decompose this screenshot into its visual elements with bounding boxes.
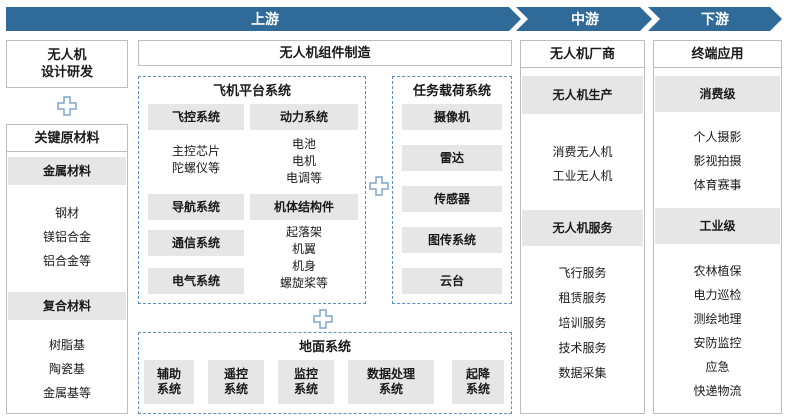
production-header: 无人机生产 <box>522 76 643 114</box>
metal-materials-header: 金属材料 <box>8 157 126 185</box>
list-item: 陶瓷基 <box>48 362 85 376</box>
payload-image-transmission: 图传系统 <box>402 227 502 253</box>
list-item: 机身 <box>291 259 316 273</box>
structure-header: 机体结构件 <box>250 194 358 220</box>
manufacturer-title: 无人机厂商 <box>520 40 645 68</box>
list-item: 电调等 <box>285 170 322 185</box>
list-item: 体育赛事 <box>693 178 742 192</box>
stage-banner <box>6 7 782 31</box>
list-item: 树脂基 <box>48 338 85 352</box>
list-item: 个人摄影 <box>693 130 742 144</box>
electrical-system: 电气系统 <box>148 268 244 294</box>
upstream-label: 上游 <box>251 12 279 28</box>
list-item: 主控芯片 <box>171 144 220 158</box>
list-item: 飞行服务 <box>558 265 607 280</box>
ground-auxiliary: 辅助 系统 <box>144 360 194 404</box>
design-rd-box: 无人机 设计研发 <box>6 40 128 88</box>
payload-camera: 摄像机 <box>402 104 502 130</box>
list-item: 陀螺仪等 <box>171 161 220 175</box>
list-item: 机翼 <box>291 242 316 256</box>
list-item: 安防监控 <box>693 336 742 350</box>
services-header: 无人机服务 <box>522 210 643 246</box>
list-item: 测绘地理 <box>693 312 742 326</box>
list-item: 应急 <box>705 360 730 374</box>
list-item: 螺旋桨等 <box>279 276 328 290</box>
downstream-arrow <box>648 7 782 31</box>
ground-system-title: 地面系统 <box>298 340 351 355</box>
design-rd-label: 无人机 设计研发 <box>40 48 93 80</box>
list-item: 农林植保 <box>693 264 742 278</box>
list-item: 快递物流 <box>693 384 742 398</box>
navigation-system: 导航系统 <box>148 194 244 220</box>
payload-title: 任务载荷系统 <box>412 84 491 99</box>
list-item: 租赁服务 <box>558 290 607 305</box>
plus-icon <box>57 96 77 116</box>
list-item: 钢材 <box>54 206 79 220</box>
payload-radar: 雷达 <box>402 145 502 171</box>
services-list: 飞行服务 租赁服务 培训服务 技术服务 数据采集 <box>522 258 643 388</box>
plus-icon <box>369 176 389 196</box>
power-list: 电池 电机 电调等 <box>250 134 358 188</box>
payload-gimbal: 云台 <box>402 268 502 294</box>
list-item: 技术服务 <box>558 340 607 355</box>
materials-title: 关键原材料 <box>6 124 128 152</box>
plus-icon <box>313 309 333 329</box>
consumer-grade-list: 个人摄影 影视拍摄 体育赛事 <box>655 124 780 198</box>
list-item: 工业无人机 <box>552 169 613 183</box>
flight-control-header: 飞控系统 <box>148 104 244 130</box>
communication-system: 通信系统 <box>148 230 244 256</box>
list-item: 培训服务 <box>558 315 607 330</box>
power-header: 动力系统 <box>250 104 358 130</box>
components-title: 无人机组件制造 <box>138 40 512 66</box>
list-item: 电池 <box>291 136 316 151</box>
list-item: 镁铝合金 <box>42 230 91 244</box>
metal-materials-list: 钢材 镁铝合金 铝合金等 <box>8 196 126 278</box>
list-item: 金属基等 <box>42 386 91 400</box>
list-item: 消费无人机 <box>552 145 613 159</box>
payload-sensor: 传感器 <box>402 186 502 212</box>
list-item: 数据采集 <box>558 365 607 380</box>
composite-materials-header: 复合材料 <box>8 292 126 320</box>
midstream-arrow <box>516 7 652 31</box>
flight-platform-title: 飞机平台系统 <box>212 84 291 99</box>
upstream-arrow <box>6 7 521 31</box>
industrial-grade-list: 农林植保 电力巡检 测绘地理 安防监控 应急 快递物流 <box>655 256 780 406</box>
consumer-grade-header: 消费级 <box>655 76 780 112</box>
composite-materials-list: 树脂基 陶瓷基 金属基等 <box>8 330 126 408</box>
downstream-label: 下游 <box>701 12 729 28</box>
flight-control-list: 主控芯片 陀螺仪等 <box>148 140 244 180</box>
production-list: 消费无人机 工业无人机 <box>522 136 643 192</box>
terminal-app-title: 终端应用 <box>653 40 782 68</box>
industrial-grade-header: 工业级 <box>655 208 780 244</box>
list-item: 起落架 <box>285 225 322 239</box>
ground-monitoring: 监控 系统 <box>278 360 334 404</box>
ground-takeoff-landing: 起降 系统 <box>452 360 504 404</box>
structure-list: 起落架 机翼 机身 螺旋桨等 <box>250 222 358 294</box>
list-item: 电机 <box>291 153 316 168</box>
list-item: 影视拍摄 <box>693 154 742 168</box>
midstream-label: 中游 <box>571 12 599 28</box>
ground-data-processing: 数据处理 系统 <box>348 360 434 404</box>
list-item: 铝合金等 <box>42 254 91 268</box>
ground-remote-control: 遥控 系统 <box>208 360 264 404</box>
list-item: 电力巡检 <box>693 288 742 302</box>
